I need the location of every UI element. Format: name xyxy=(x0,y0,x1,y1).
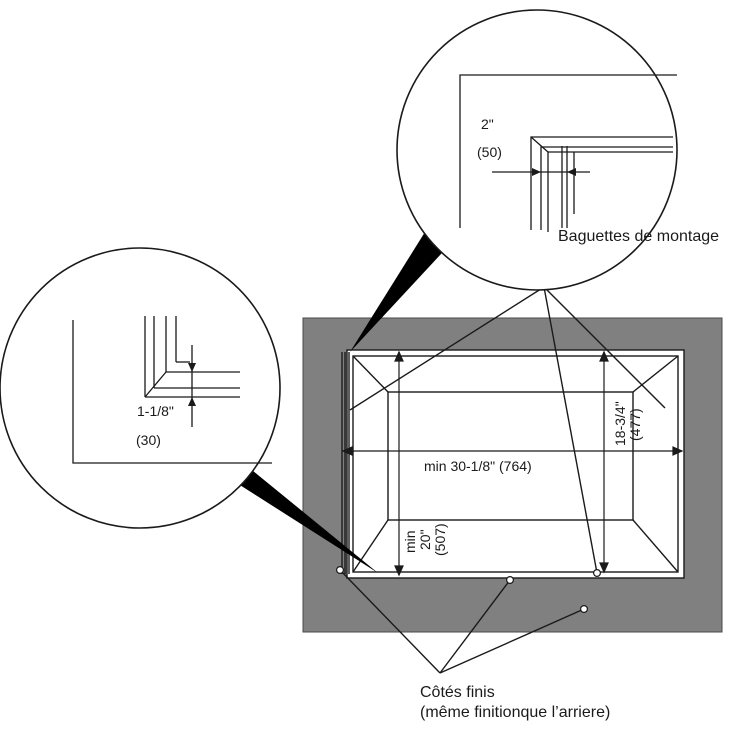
height-dimension-mm-label: (477) xyxy=(627,408,643,441)
mounting-strips-label: Baguettes de montage xyxy=(558,228,720,245)
left-detail-dimension-mm-label: (30) xyxy=(136,432,161,448)
left-detail-circle xyxy=(0,247,281,529)
left-detail-dimension-label: 1-1/8" xyxy=(137,403,174,419)
finished-sides-leaders xyxy=(339,569,585,674)
leader-dots xyxy=(336,565,601,613)
height-dimension xyxy=(599,350,609,574)
depth-dimension-label: 20" xyxy=(417,529,433,550)
depth-dimension xyxy=(394,350,404,577)
depth-dimension-mm-label: (507) xyxy=(432,523,448,556)
opening-outline xyxy=(341,349,685,579)
finished-sides-note-label: (même finitionque l’arriere) xyxy=(420,704,611,721)
depth-prefix-label: min xyxy=(402,530,418,553)
cabinet-surround xyxy=(302,317,723,633)
top-detail-dimension-mm-label: (50) xyxy=(477,144,502,160)
width-dimension xyxy=(341,446,684,456)
height-dimension-label: 18-3/4" xyxy=(612,401,628,446)
top-detail-circle xyxy=(396,9,678,291)
callout-wedges xyxy=(232,224,454,573)
min-width-label: min 30-1/8" (764) xyxy=(424,458,532,474)
top-detail-dimension-label: 2" xyxy=(481,116,494,132)
mounting-strips-leaders xyxy=(349,286,666,574)
finished-sides-label: Côtés finis xyxy=(420,684,495,701)
